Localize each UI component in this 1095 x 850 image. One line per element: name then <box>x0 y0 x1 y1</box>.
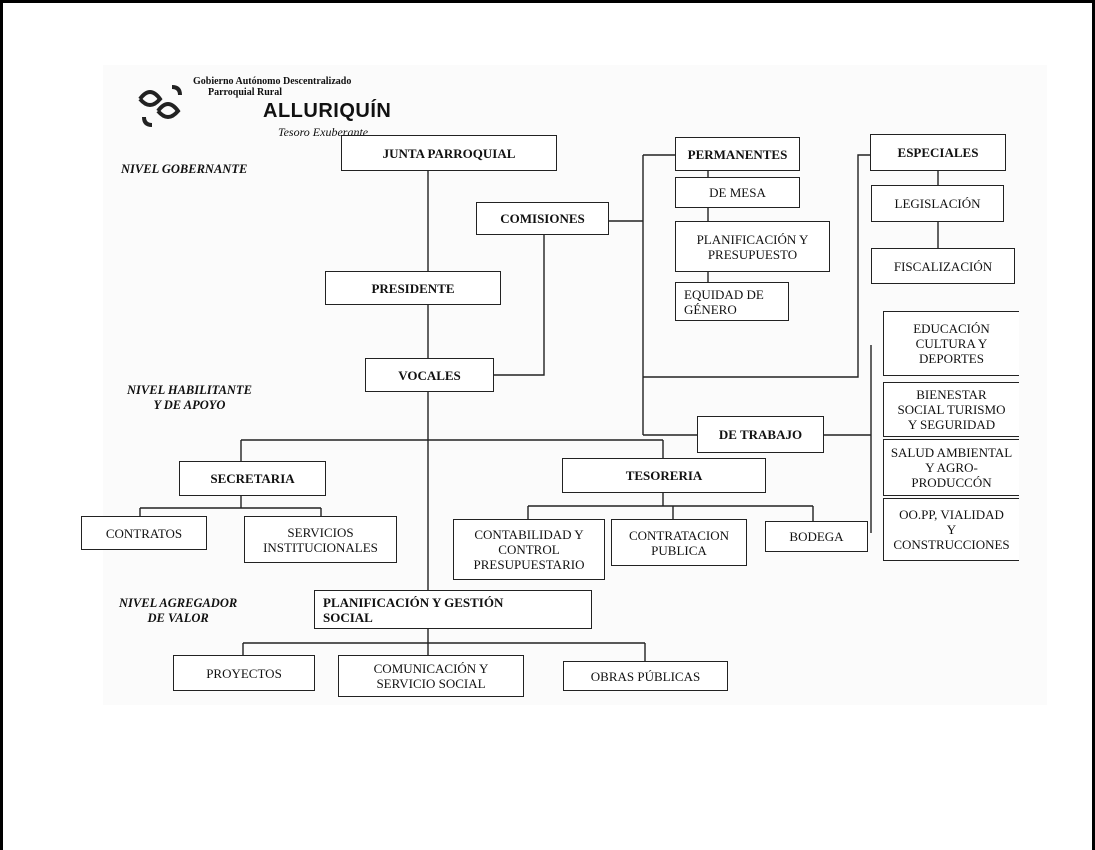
node-salud: SALUD AMBIENTAL Y AGRO- PRODUCCÓN <box>883 439 1019 496</box>
bus-especiales <box>643 154 870 378</box>
node-junta-parroquial: JUNTA PARROQUIAL <box>341 135 557 171</box>
node-servicios-institucionales: SERVICIOS INSTITUCIONALES <box>244 516 397 563</box>
node-proyectos: PROYECTOS <box>173 655 315 691</box>
logo-emblem-icon <box>138 85 182 127</box>
level-habilitante: NIVEL HABILITANTE Y DE APOYO <box>127 383 252 412</box>
logo-line-1: Gobierno Autónomo Descentralizado <box>193 76 352 87</box>
node-contabilidad: CONTABILIDAD Y CONTROL PRESUPUESTARIO <box>453 519 605 580</box>
node-secretaria: SECRETARIA <box>179 461 326 496</box>
node-permanentes: PERMANENTES <box>675 137 800 171</box>
node-comunicacion: COMUNICACIÓN Y SERVICIO SOCIAL <box>338 655 524 697</box>
node-especiales: ESPECIALES <box>870 134 1006 171</box>
node-planificacion-gestion: PLANIFICACIÓN Y GESTIÓN SOCIAL <box>314 590 592 629</box>
node-presidente: PRESIDENTE <box>325 271 501 305</box>
node-legislacion: LEGISLACIÓN <box>871 185 1004 222</box>
node-fiscalizacion: FISCALIZACIÓN <box>871 248 1015 284</box>
node-bienestar: BIENESTAR SOCIAL TURISMO Y SEGURIDAD <box>883 382 1019 437</box>
node-tesoreria: TESORERIA <box>562 458 766 493</box>
level-gobernante: NIVEL GOBERNANTE <box>121 162 248 176</box>
vocales-comisiones-line <box>493 235 545 376</box>
node-comisiones: COMISIONES <box>476 202 609 235</box>
node-oopp: OO.PP, VIALIDAD Y CONSTRUCCIONES <box>883 498 1019 561</box>
logo-parish-name: ALLURIQUÍN <box>263 100 392 122</box>
node-planificacion-presupuesto: PLANIFICACIÓN Y PRESUPUESTO <box>675 221 830 272</box>
node-vocales: VOCALES <box>365 358 494 392</box>
node-contratos: CONTRATOS <box>81 516 207 550</box>
node-contratacion-publica: CONTRATACION PUBLICA <box>611 519 747 566</box>
node-obras-publicas: OBRAS PÚBLICAS <box>563 661 728 691</box>
node-de-mesa: DE MESA <box>675 177 800 208</box>
logo-line-2: Parroquial Rural <box>208 87 282 98</box>
node-equidad-genero: EQUIDAD DE GÉNERO <box>675 282 789 321</box>
node-bodega: BODEGA <box>765 521 868 552</box>
node-de-trabajo: DE TRABAJO <box>697 416 824 453</box>
level-agregador: NIVEL AGREGADOR DE VALOR <box>119 596 238 625</box>
node-educacion: EDUCACIÓN CULTURA Y DEPORTES <box>883 311 1019 376</box>
